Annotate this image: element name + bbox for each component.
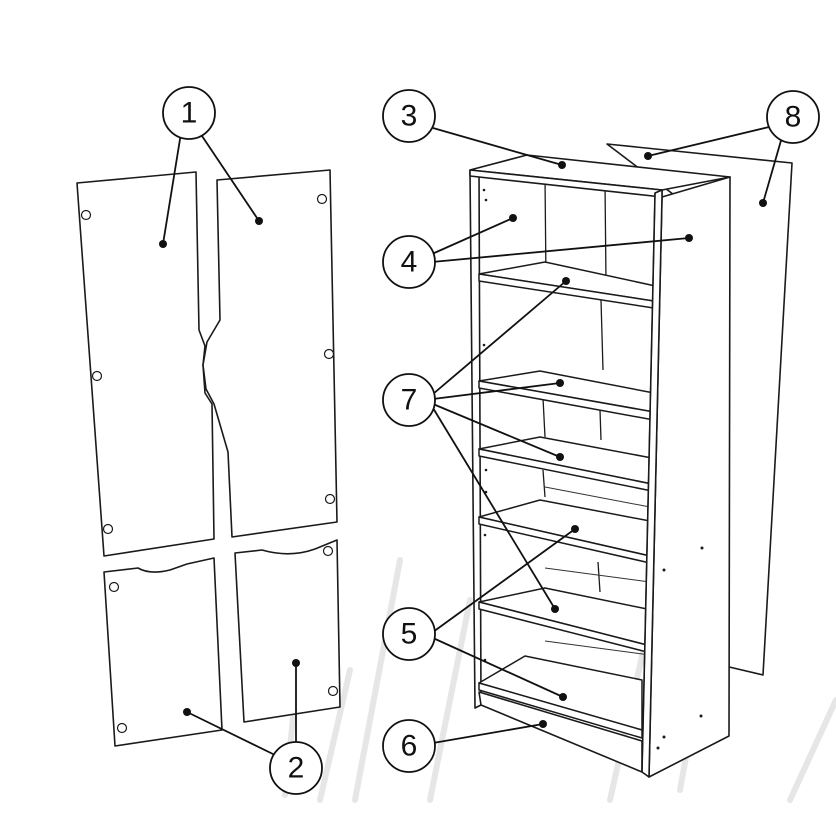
lower-door-right (234, 539, 341, 723)
callout-8: 8 (766, 90, 820, 144)
callout-label: 7 (401, 384, 418, 417)
shelf-1 (478, 261, 661, 310)
shelf-2 (478, 370, 655, 421)
callout-2: 2 (269, 741, 323, 795)
callout-1: 1 (162, 86, 216, 140)
callout-4: 4 (382, 235, 436, 289)
callout-6: 6 (382, 719, 436, 773)
left-side-panel (469, 167, 488, 709)
bottom-shelf (478, 655, 643, 739)
callout-label: 4 (401, 246, 418, 279)
callout-label: 6 (401, 730, 418, 763)
callout-label: 8 (785, 101, 802, 134)
right-side-panel (641, 176, 731, 778)
callout-label: 1 (181, 97, 198, 130)
callout-label: 5 (401, 618, 418, 651)
leader-lines (162, 126, 783, 757)
callout-label: 3 (401, 100, 418, 133)
callout-3: 3 (382, 89, 436, 143)
lower-door-left (103, 557, 223, 747)
callout-7: 7 (382, 373, 436, 427)
callout-label: 2 (288, 752, 305, 785)
upper-door-right (202, 169, 338, 538)
callout-5: 5 (382, 607, 436, 661)
upper-door-left (76, 171, 215, 557)
shelf-5 (478, 587, 648, 653)
shelf-3 (478, 436, 653, 492)
leader-dots (159, 152, 767, 728)
shelf-4 (478, 499, 651, 564)
